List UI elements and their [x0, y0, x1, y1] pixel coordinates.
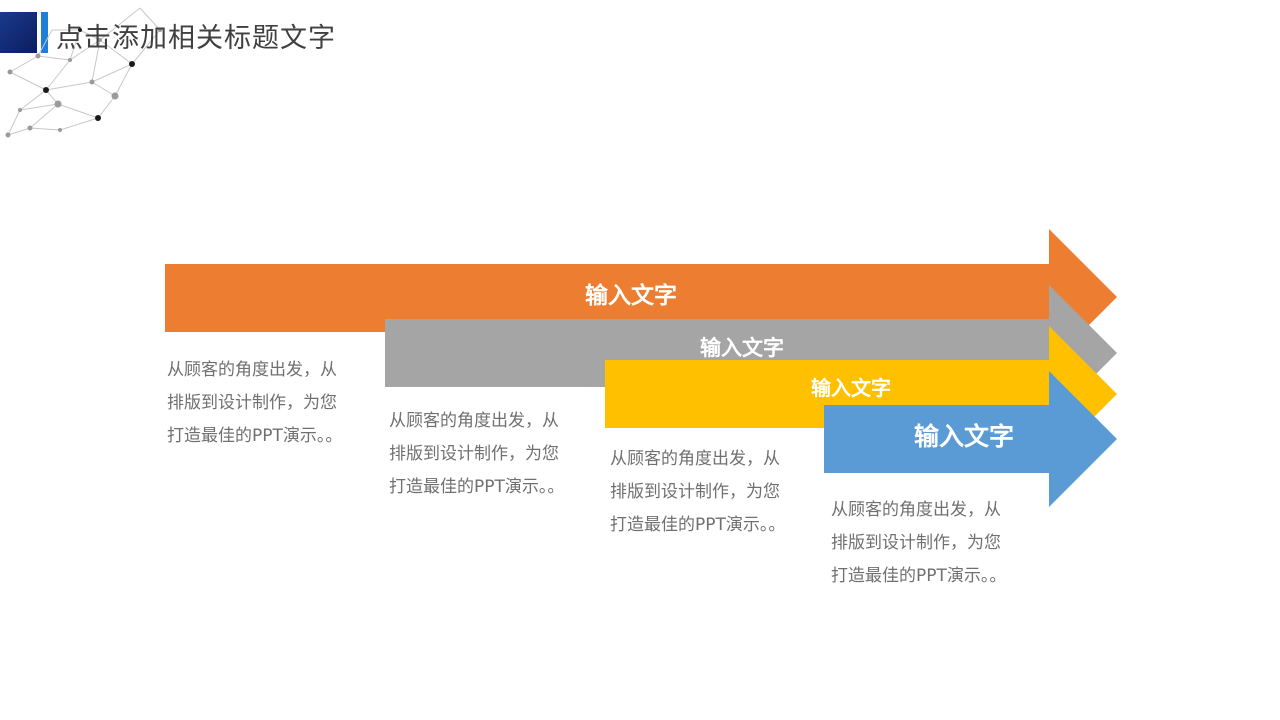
arrow-step-4[interactable] — [824, 371, 1117, 507]
description-line: 从顾客的角度出发，从 — [610, 449, 780, 469]
step-1-description: 从顾客的角度出发，从 排版到设计制作，为您 打造最佳的PPT演示。。 — [167, 354, 367, 453]
description-line: 从顾客的角度出发，从 — [389, 411, 559, 431]
page-title: 点击添加相关标题文字 — [56, 23, 336, 54]
description-line: 排版到设计制作，为您 — [167, 393, 337, 413]
description-line: 排版到设计制作，为您 — [389, 444, 559, 464]
step-3-description: 从顾客的角度出发，从 排版到设计制作，为您 打造最佳的PPT演示。。 — [610, 443, 810, 542]
arrow-step-1-label: 输入文字 — [585, 283, 677, 309]
description-line: 打造最佳的PPT演示。。 — [831, 566, 1007, 586]
arrow-step-3-label: 输入文字 — [811, 376, 891, 400]
arrow-step-2-label: 输入文字 — [700, 336, 784, 360]
title-accent-bar — [41, 12, 48, 53]
description-line: 打造最佳的PPT演示。。 — [389, 477, 565, 497]
step-2-description: 从顾客的角度出发，从 排版到设计制作，为您 打造最佳的PPT演示。。 — [389, 405, 589, 504]
arrow-step-4-label: 输入文字 — [914, 422, 1015, 451]
description-line: 从顾客的角度出发，从 — [831, 500, 1001, 520]
description-line: 排版到设计制作，为您 — [610, 482, 780, 502]
description-line: 打造最佳的PPT演示。。 — [610, 515, 786, 535]
title-accent-block — [0, 12, 37, 53]
network-mesh-decoration — [5, 7, 162, 138]
description-line: 打造最佳的PPT演示。。 — [167, 426, 343, 446]
step-4-description: 从顾客的角度出发，从 排版到设计制作，为您 打造最佳的PPT演示。。 — [831, 494, 1031, 593]
description-line: 排版到设计制作，为您 — [831, 533, 1001, 553]
description-line: 从顾客的角度出发，从 — [167, 360, 337, 380]
